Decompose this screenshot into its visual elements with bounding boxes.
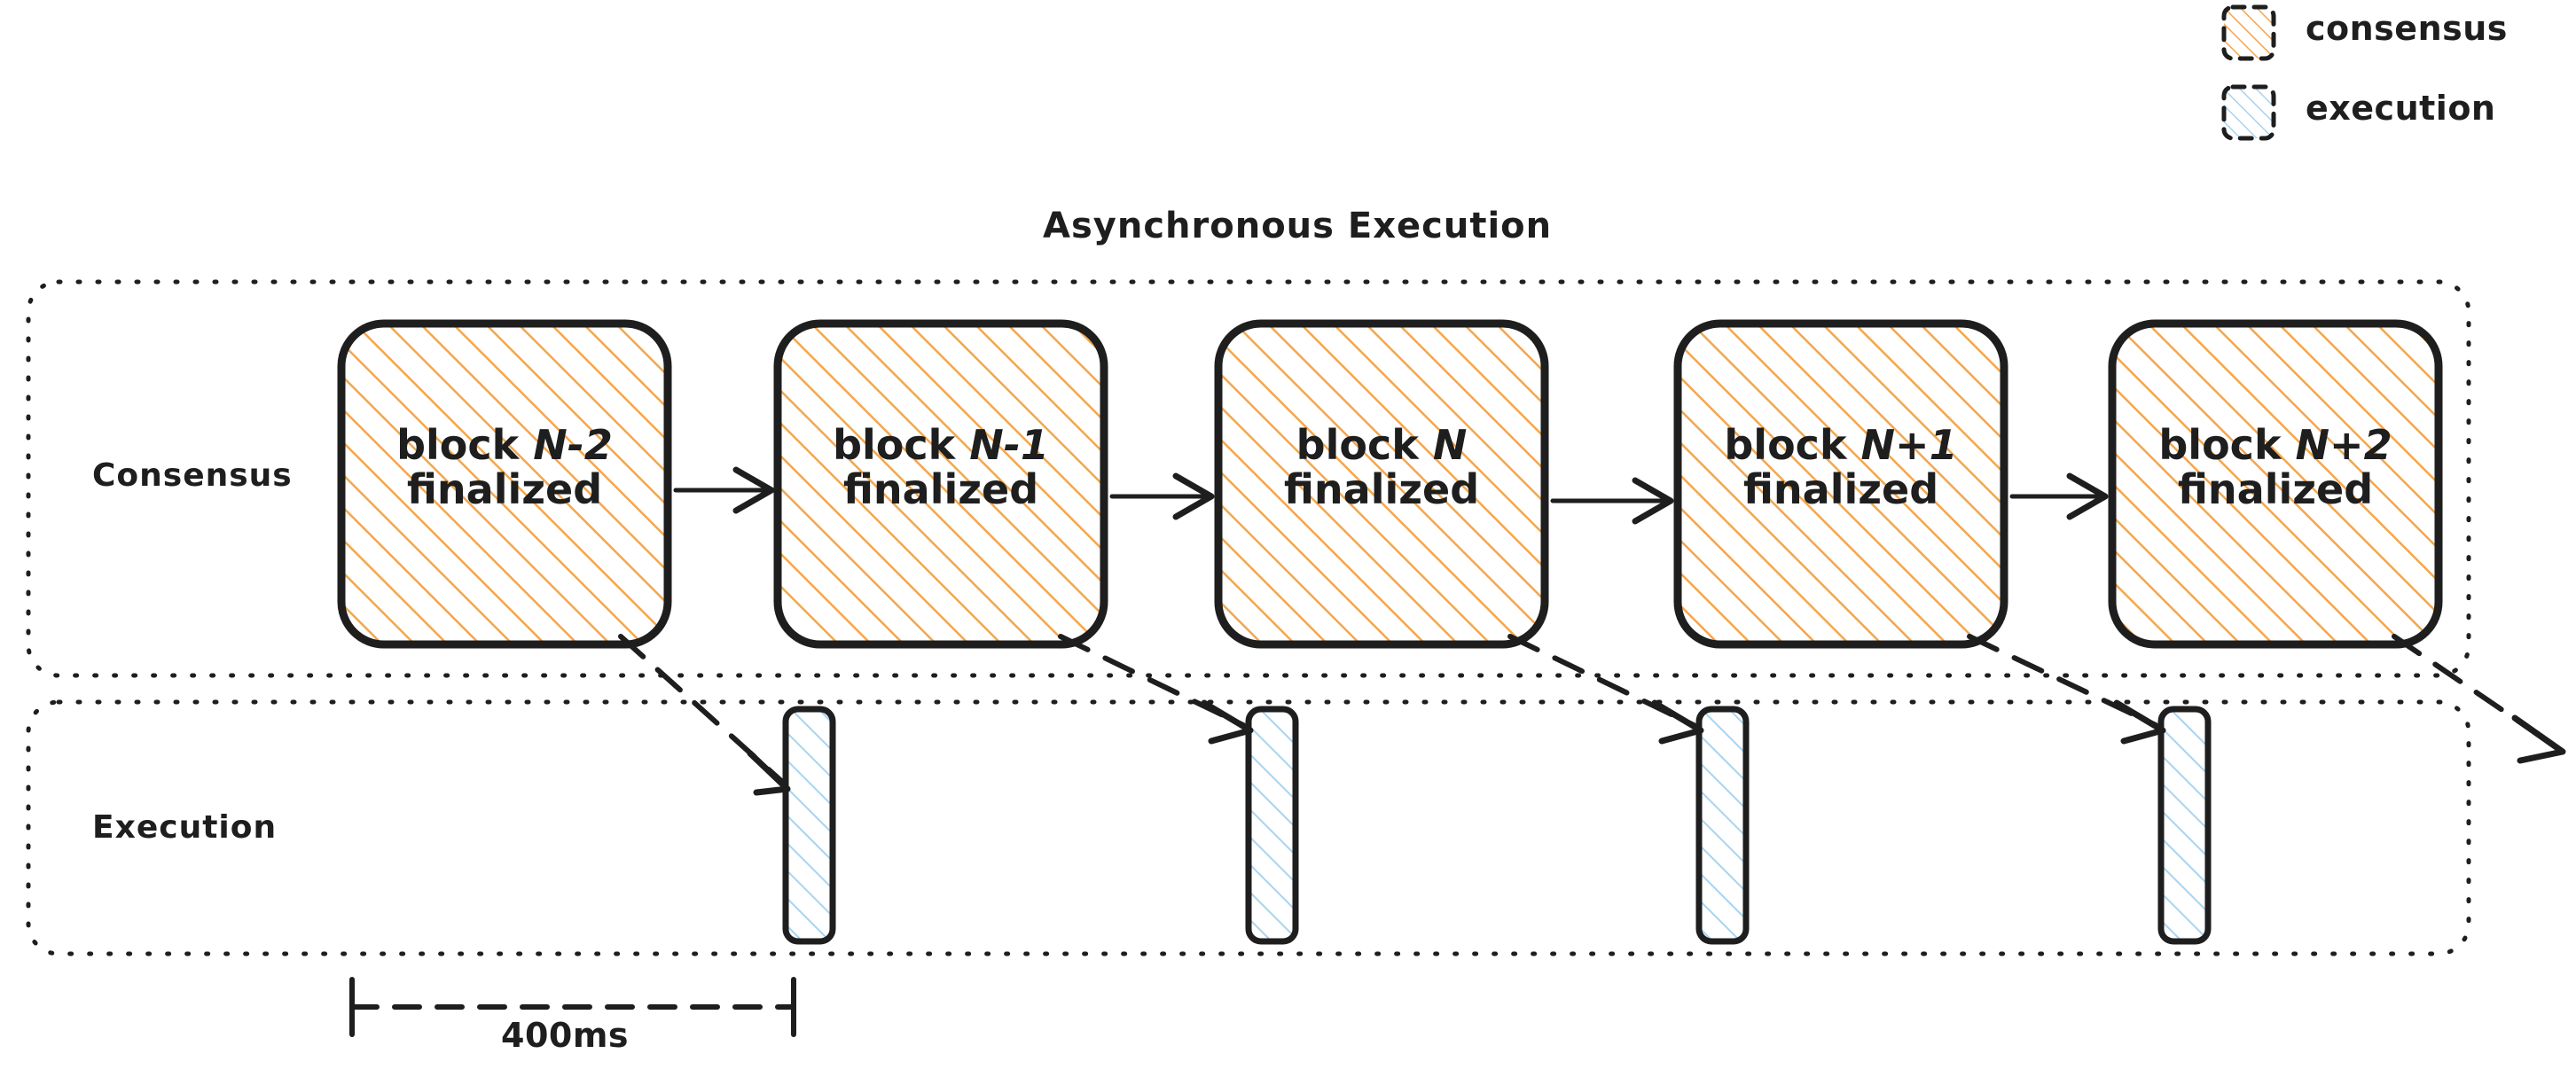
duration-label: 400ms: [501, 1016, 630, 1055]
dispatch-arrow-0: [618, 634, 791, 796]
consensus-block-4-index: N+2: [2295, 421, 2392, 469]
execution-block-shape-1[interactable]: [1245, 706, 1299, 945]
legend-label-consensus: consensus: [2306, 9, 2508, 48]
execution-block-shape-0[interactable]: [782, 706, 836, 945]
consensus-block-2-status: finalized: [1283, 465, 1480, 514]
legend-label-execution: execution: [2306, 89, 2496, 128]
consensus-block-1-index: N-1: [969, 421, 1049, 469]
consensus-block-3-prefix: block: [1724, 421, 1861, 469]
consensus-block-4-prefix: block: [2158, 421, 2296, 469]
consensus-block-1-status: finalized: [842, 465, 1039, 514]
legend-consensus-swatch: [2221, 4, 2276, 61]
consensus-block-1-prefix: block: [833, 421, 970, 469]
legend-execution-swatch: [2221, 84, 2276, 141]
consensus-block-3[interactable]: block N+1 finalized: [1678, 424, 2004, 513]
consensus-block-2-prefix: block: [1296, 421, 1433, 469]
consensus-block-3-index: N+1: [1860, 421, 1958, 469]
dispatch-arrow-2: [1507, 634, 1704, 745]
execution-block-shape-2[interactable]: [1695, 706, 1750, 945]
lane-label-consensus: Consensus: [92, 457, 293, 494]
execution-lane-container: [26, 699, 2471, 956]
consensus-block-2-index: N: [1432, 421, 1468, 469]
consensus-block-4-status: finalized: [2177, 465, 2374, 514]
consensus-block-3-status: finalized: [1742, 465, 1939, 514]
consensus-arrow-3-4: [2009, 472, 2109, 520]
execution-block-shape-3[interactable]: [2157, 706, 2212, 945]
consensus-arrow-1-2: [1109, 472, 1215, 520]
dispatch-arrow-1: [1058, 634, 1254, 745]
diagram-title: Asynchronous Execution: [1043, 206, 1553, 246]
consensus-block-2[interactable]: block N finalized: [1218, 424, 1545, 513]
consensus-block-1[interactable]: block N-1 finalized: [778, 424, 1104, 513]
consensus-arrow-0-1: [673, 466, 775, 514]
consensus-block-4[interactable]: block N+2 finalized: [2112, 424, 2439, 513]
consensus-block-0-status: finalized: [406, 465, 603, 514]
consensus-block-0-prefix: block: [396, 421, 534, 469]
dispatch-arrow-4: [2392, 634, 2566, 764]
consensus-arrow-2-3: [1550, 477, 1674, 525]
lane-label-execution: Execution: [92, 809, 278, 846]
dispatch-arrow-3: [1967, 634, 2166, 745]
consensus-block-0[interactable]: block N-2 finalized: [341, 424, 668, 513]
consensus-block-0-index: N-2: [533, 421, 613, 469]
